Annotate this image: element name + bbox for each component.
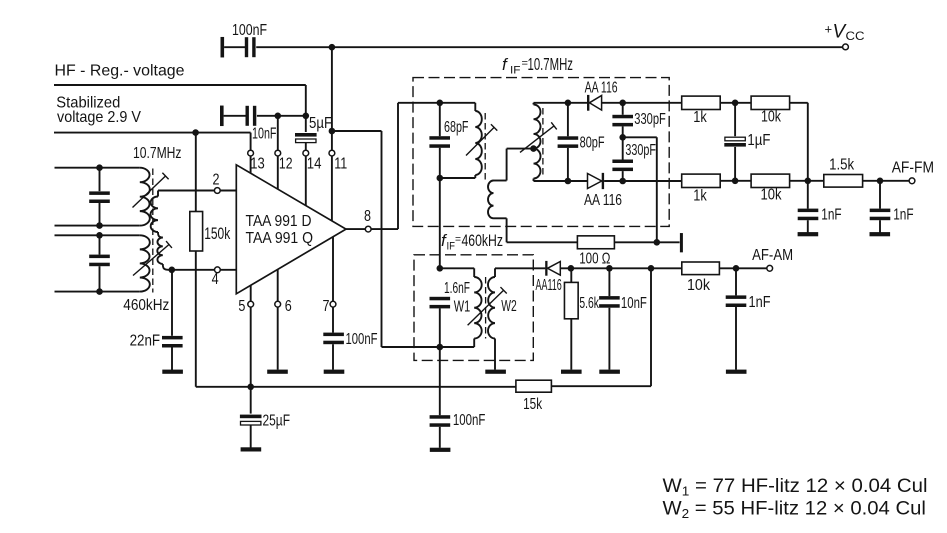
svg-text:W1 = 77 HF-litz 12 × 0.04 Cul: W1 = 77 HF-litz 12 × 0.04 Cul [663, 475, 928, 499]
svg-text:IF: IF [447, 241, 456, 253]
svg-text:10nF: 10nF [252, 126, 277, 143]
svg-text:10k: 10k [761, 187, 783, 204]
svg-text:100nF: 100nF [232, 22, 267, 39]
svg-text:f: f [502, 55, 509, 74]
svg-text:1.5k: 1.5k [829, 157, 855, 174]
svg-text:V: V [833, 22, 848, 43]
svg-text:100nF: 100nF [346, 331, 378, 348]
svg-text:5.6k: 5.6k [579, 295, 599, 312]
svg-text:6: 6 [285, 298, 292, 315]
svg-text:7: 7 [323, 298, 330, 315]
svg-text:13: 13 [250, 156, 265, 173]
svg-text:voltage 2.9 V: voltage 2.9 V [57, 109, 141, 126]
svg-text:1k: 1k [693, 187, 707, 204]
svg-text:IF: IF [510, 65, 521, 77]
svg-text:AA 116: AA 116 [584, 192, 622, 209]
svg-text:f: f [441, 231, 448, 250]
svg-text:150k: 150k [204, 225, 231, 243]
svg-text:330pF: 330pF [634, 111, 666, 128]
svg-text:25µF: 25µF [263, 412, 291, 429]
svg-text:2: 2 [213, 172, 220, 189]
svg-text:HF - Reg.- voltage: HF - Reg.- voltage [55, 63, 185, 80]
svg-text:460kHz: 460kHz [462, 231, 504, 250]
svg-text:10k: 10k [687, 277, 711, 294]
svg-text:+: + [825, 22, 833, 37]
svg-text:1nF: 1nF [821, 207, 841, 224]
svg-text:W2 = 55 HF-litz 12 × 0.04 Cul: W2 = 55 HF-litz 12 × 0.04 Cul [663, 497, 926, 521]
svg-text:AA 116: AA 116 [585, 79, 618, 96]
svg-text:AF-FM: AF-FM [892, 160, 934, 177]
svg-text:12: 12 [279, 156, 293, 173]
svg-text:1nF: 1nF [893, 207, 914, 224]
svg-text:TAA 991 Q: TAA 991 Q [246, 230, 314, 247]
svg-text:AF-AM: AF-AM [752, 247, 793, 264]
svg-text:4: 4 [212, 271, 219, 288]
svg-text:5µF: 5µF [309, 115, 332, 132]
svg-text:10.7MHz: 10.7MHz [528, 54, 574, 74]
svg-text:5: 5 [238, 298, 245, 315]
svg-text:100nF: 100nF [453, 412, 486, 429]
svg-text:10k: 10k [761, 108, 782, 125]
svg-text:1nF: 1nF [749, 294, 771, 311]
svg-text:CC: CC [846, 31, 865, 43]
svg-text:330pF: 330pF [625, 142, 656, 159]
svg-text:1µF: 1µF [747, 132, 770, 149]
svg-text:=: = [455, 234, 461, 246]
svg-text:100 Ω: 100 Ω [579, 251, 610, 268]
svg-text:10nF: 10nF [621, 295, 647, 312]
svg-text:80pF: 80pF [580, 135, 605, 152]
svg-text:W1: W1 [454, 298, 471, 315]
svg-text:22nF: 22nF [130, 332, 161, 349]
svg-text:460kHz: 460kHz [123, 297, 169, 314]
svg-text:1.6nF: 1.6nF [444, 280, 470, 297]
svg-text:Stabilized: Stabilized [56, 95, 120, 112]
svg-text:AA116: AA116 [536, 277, 562, 294]
svg-text:W2: W2 [501, 298, 517, 315]
svg-text:14: 14 [307, 156, 322, 173]
svg-text:TAA 991 D: TAA 991 D [246, 213, 312, 230]
svg-text:1k: 1k [693, 109, 707, 126]
svg-text:11: 11 [334, 156, 347, 173]
svg-text:8: 8 [364, 208, 371, 225]
svg-text:15k: 15k [523, 396, 543, 413]
svg-text:10.7MHz: 10.7MHz [133, 145, 182, 162]
svg-text:=: = [522, 58, 529, 70]
svg-text:68pF: 68pF [444, 119, 469, 136]
